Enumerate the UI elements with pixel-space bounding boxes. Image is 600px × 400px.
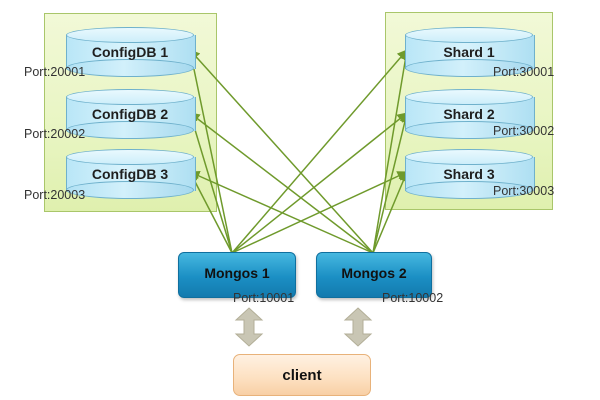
mongos-1-label: Mongos 1 <box>204 265 270 281</box>
shard-2-label: Shard 2 <box>443 106 495 122</box>
client-box: client <box>233 354 371 396</box>
shard-1-cylinder: Shard 1 <box>405 27 535 77</box>
shard-1-port: Port:30001 <box>493 65 555 79</box>
configdb-2-port: Port:20002 <box>24 127 86 141</box>
configdb-1-cylinder: ConfigDB 1 <box>66 27 196 77</box>
configdb-3-cylinder: ConfigDB 3 <box>66 149 196 199</box>
shard-3-label: Shard 3 <box>443 166 495 182</box>
link-mongos1-shard2 <box>231 112 408 254</box>
link-mongos2-configdb1 <box>189 49 374 254</box>
shard-2-port: Port:30002 <box>493 124 555 138</box>
mongos-1-box: Mongos 1 <box>178 252 296 298</box>
link-mongos1-configdb2 <box>187 111 233 254</box>
configdb-2-label: ConfigDB 2 <box>91 106 169 122</box>
shard-2-cylinder: Shard 2 <box>405 89 535 139</box>
shard-3-port: Port:30003 <box>493 184 555 198</box>
link-mongos2-shard2 <box>372 111 410 254</box>
mongos-2-port: Port:10002 <box>382 291 444 305</box>
client-mongos-1-double-arrow-icon <box>234 307 264 347</box>
configdb-1-label: ConfigDB 1 <box>91 44 169 60</box>
mongos-2-box: Mongos 2 <box>316 252 432 298</box>
configdb-3-port: Port:20003 <box>24 188 86 202</box>
link-mongos1-configdb1 <box>186 48 233 254</box>
configdb-3-label: ConfigDB 3 <box>91 166 169 182</box>
configdb-1-port: Port:20001 <box>24 65 86 79</box>
mongos-2-label: Mongos 2 <box>341 265 407 281</box>
client-label: client <box>282 366 322 384</box>
link-mongos1-configdb3 <box>189 171 233 254</box>
link-mongos2-shard3 <box>372 171 409 254</box>
link-mongos1-shard1 <box>231 49 408 254</box>
shard-3-cylinder: Shard 3 <box>405 149 535 199</box>
mongos-1-port: Port:10001 <box>233 291 295 305</box>
shard-1-label: Shard 1 <box>443 44 495 60</box>
client-mongos-2-double-arrow-icon <box>343 307 373 347</box>
link-mongos2-configdb2 <box>189 112 374 254</box>
link-mongos2-shard1 <box>372 48 411 254</box>
link-mongos2-configdb3 <box>189 171 374 254</box>
configdb-2-cylinder: ConfigDB 2 <box>66 89 196 139</box>
